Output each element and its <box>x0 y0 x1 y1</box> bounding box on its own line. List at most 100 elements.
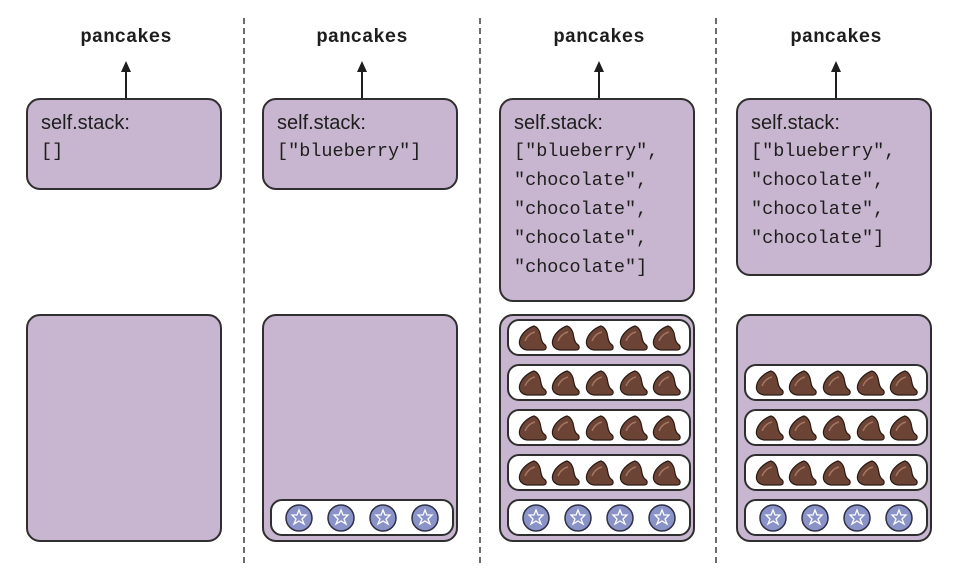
arrow-shaft <box>835 70 837 100</box>
stack-line: "chocolate"] <box>514 257 648 278</box>
arrow-up-icon <box>594 61 604 72</box>
stack-line: "chocolate", <box>514 170 648 191</box>
stack-title: self.stack: <box>277 112 366 134</box>
chocolate-chip-icon <box>755 369 784 396</box>
stack-line: "chocolate", <box>514 228 648 249</box>
blueberry-icon <box>411 503 439 532</box>
stack-line: "chocolate", <box>514 199 648 220</box>
chocolate-chip-icon <box>652 414 681 441</box>
pancakes-label: pancakes <box>316 26 408 48</box>
stack-state-box: self.stack: ["blueberry", "chocolate", "… <box>736 98 932 276</box>
stack-state-box: self.stack: ["blueberry", "chocolate", "… <box>499 98 695 302</box>
chocolate-chip-icon <box>856 369 885 396</box>
chocolate-chip-icon <box>552 414 581 441</box>
chocolate-pancake <box>507 454 691 491</box>
stack-line: "chocolate", <box>751 199 885 220</box>
pancakes-label: pancakes <box>790 26 882 48</box>
blueberry-icon <box>648 503 676 532</box>
chocolate-chip-icon <box>889 459 918 486</box>
chocolate-chip-icon <box>518 324 547 351</box>
chocolate-chip-icon <box>619 369 648 396</box>
chocolate-chip-icon <box>619 414 648 441</box>
chocolate-chip-icon <box>585 459 614 486</box>
panel-four-pancakes: pancakes self.stack: ["blueberry", "choc… <box>736 0 936 576</box>
pancakes-label: pancakes <box>553 26 645 48</box>
blueberry-icon <box>369 503 397 532</box>
chocolate-chip-icon <box>552 369 581 396</box>
stack-line: [] <box>41 141 64 162</box>
chocolate-chip-icon <box>585 369 614 396</box>
stack-line: "chocolate"] <box>751 228 885 249</box>
pancake-plate <box>262 314 458 542</box>
stack-state-box: self.stack: [] <box>26 98 222 190</box>
blueberry-icon <box>285 503 313 532</box>
chocolate-chip-icon <box>518 459 547 486</box>
chocolate-chip-icon <box>822 459 851 486</box>
arrow-up-icon <box>357 61 367 72</box>
chocolate-chip-icon <box>552 324 581 351</box>
chocolate-chip-icon <box>789 459 818 486</box>
stack-line: "chocolate", <box>751 170 885 191</box>
stack-line: ["blueberry"] <box>277 141 422 162</box>
chocolate-chip-icon <box>856 459 885 486</box>
pancakes-label: pancakes <box>80 26 172 48</box>
chocolate-chip-icon <box>889 414 918 441</box>
chocolate-chip-icon <box>585 324 614 351</box>
panel-one-blueberry: pancakes self.stack: ["blueberry"] <box>262 0 462 576</box>
blueberry-pancake <box>270 499 454 536</box>
panel-divider <box>243 18 245 563</box>
chocolate-pancake <box>507 409 691 446</box>
chocolate-chip-icon <box>789 369 818 396</box>
chocolate-chip-icon <box>652 459 681 486</box>
blueberry-icon <box>606 503 634 532</box>
stack-state-box: self.stack: ["blueberry"] <box>262 98 458 190</box>
blueberry-icon <box>522 503 550 532</box>
blueberry-icon <box>885 503 913 532</box>
chocolate-chip-icon <box>585 414 614 441</box>
chocolate-chip-icon <box>889 369 918 396</box>
chocolate-chip-icon <box>619 459 648 486</box>
chocolate-chip-icon <box>822 414 851 441</box>
arrow-up-icon <box>121 61 131 72</box>
blueberry-icon <box>759 503 787 532</box>
panel-divider <box>715 18 717 563</box>
chocolate-pancake <box>744 364 928 401</box>
chocolate-pancake <box>744 409 928 446</box>
chocolate-pancake <box>507 319 691 356</box>
chocolate-chip-icon <box>652 324 681 351</box>
stack-line: ["blueberry", <box>514 141 659 162</box>
chocolate-chip-icon <box>789 414 818 441</box>
stack-line: ["blueberry", <box>751 141 896 162</box>
chocolate-chip-icon <box>856 414 885 441</box>
arrow-shaft <box>361 70 363 100</box>
blueberry-icon <box>801 503 829 532</box>
blueberry-pancake <box>744 499 928 536</box>
blueberry-pancake <box>507 499 691 536</box>
chocolate-chip-icon <box>822 369 851 396</box>
chocolate-chip-icon <box>619 324 648 351</box>
blueberry-icon <box>327 503 355 532</box>
chocolate-pancake <box>507 364 691 401</box>
pancake-plate <box>499 314 695 542</box>
pancake-plate <box>736 314 932 542</box>
chocolate-chip-icon <box>518 414 547 441</box>
chocolate-chip-icon <box>552 459 581 486</box>
blueberry-icon <box>843 503 871 532</box>
blueberry-icon <box>564 503 592 532</box>
chocolate-chip-icon <box>518 369 547 396</box>
panel-five-pancakes: pancakes self.stack: ["blueberry", "choc… <box>499 0 699 576</box>
stack-title: self.stack: <box>41 112 130 134</box>
arrow-up-icon <box>831 61 841 72</box>
chocolate-chip-icon <box>755 414 784 441</box>
stack-title: self.stack: <box>751 112 840 134</box>
arrow-shaft <box>125 70 127 100</box>
chocolate-chip-icon <box>755 459 784 486</box>
panel-empty: pancakes self.stack: [] <box>26 0 226 576</box>
chocolate-chip-icon <box>652 369 681 396</box>
pancake-plate <box>26 314 222 542</box>
stack-title: self.stack: <box>514 112 603 134</box>
panel-divider <box>479 18 481 563</box>
arrow-shaft <box>598 70 600 100</box>
chocolate-pancake <box>744 454 928 491</box>
